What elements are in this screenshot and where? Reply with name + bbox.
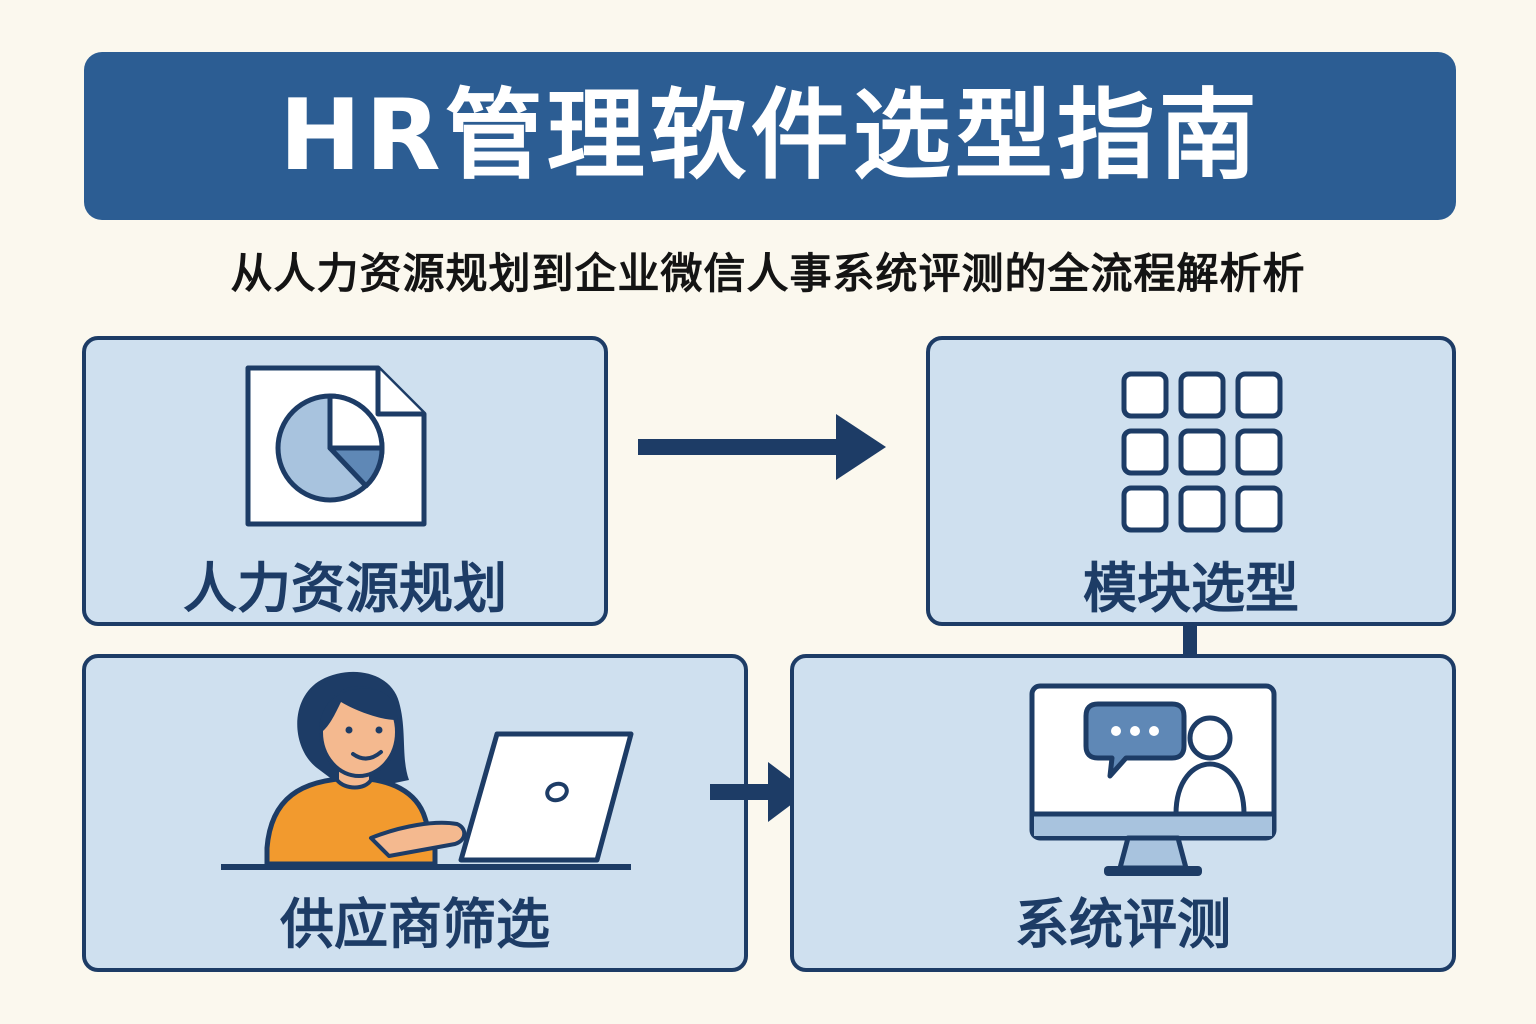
- step-card-hr-planning: 人力资源规划: [82, 336, 608, 626]
- title-banner: HR管理软件选型指南: [84, 52, 1456, 220]
- step-card-system-evaluation: 系统评测: [790, 654, 1456, 972]
- connector-line: [1183, 622, 1197, 658]
- document-pie-chart-icon: [245, 365, 427, 527]
- step-label-module-selection: 模块选型: [1083, 557, 1299, 620]
- step-label-system-evaluation: 系统评测: [1015, 893, 1231, 956]
- step-card-module-selection: 模块选型: [926, 336, 1456, 626]
- module-grid-icon: [1121, 371, 1283, 533]
- monitor-video-chat-icon: [1029, 683, 1277, 876]
- step-card-vendor-screening: 供应商筛选: [82, 654, 748, 972]
- step-label-vendor-screening: 供应商筛选: [280, 893, 550, 956]
- person-laptop-icon: [221, 671, 634, 870]
- arrow-right-icon: [638, 414, 886, 480]
- page-subtitle: 从人力资源规划到企业微信人事系统评测的全流程解析析: [230, 249, 1306, 298]
- arrow-right-small-icon: [710, 762, 808, 822]
- step-label-hr-planning: 人力资源规划: [183, 557, 507, 620]
- page-title: HR管理软件选型指南: [279, 79, 1261, 193]
